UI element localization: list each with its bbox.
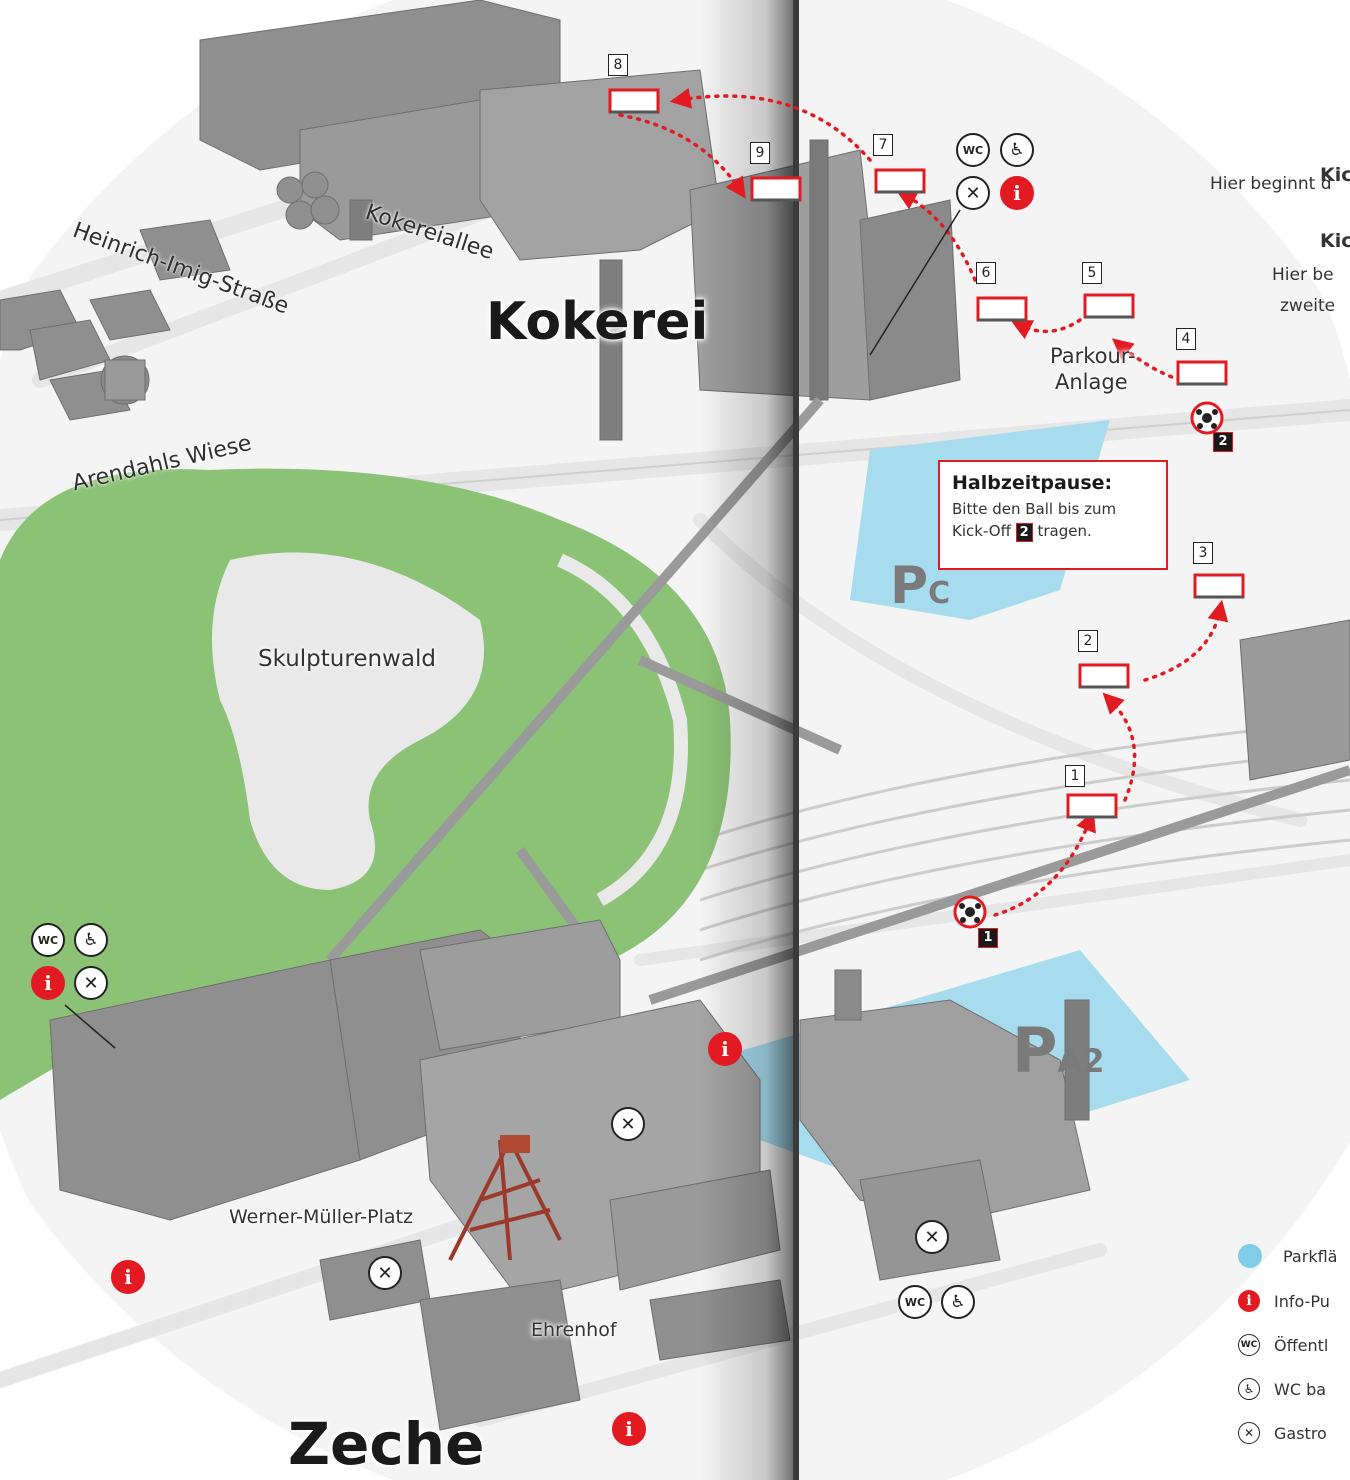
info-icon: i [612, 1412, 646, 1446]
legend-parking: Parkflä [1283, 1246, 1338, 1266]
wc-icon: WC [1238, 1334, 1260, 1356]
wc-icon: WC [898, 1285, 932, 1319]
headframe-tower [448, 1135, 562, 1261]
soccer-ball-icon [953, 895, 987, 929]
station-number-4: 4 [1176, 328, 1196, 350]
page-gutter [793, 0, 799, 1480]
place-label-ehrenhof: Ehrenhof [531, 1319, 617, 1341]
leader-lines [64, 209, 961, 1049]
page-fold [700, 0, 795, 1480]
station-number-9: 9 [750, 142, 770, 164]
kickoff-1-heading: Kic [1320, 164, 1350, 186]
info-icon: i [708, 1032, 742, 1066]
kickoff-2-text: Hier be [1272, 265, 1334, 285]
callout-line-1: Bitte den Ball bis zum [952, 500, 1117, 518]
station-number-2: 2 [1078, 630, 1098, 652]
gastro-icon: ✕ [956, 176, 990, 210]
route-path [618, 87, 1229, 917]
gastro-icon: ✕ [611, 1107, 645, 1141]
legend-info: i Info-Pu [1238, 1286, 1330, 1316]
info-icon: i [1000, 176, 1034, 210]
kickoff-number-1: 1 [978, 928, 998, 948]
station-number-3: 3 [1193, 542, 1213, 564]
kickoff-number-2: 2 [1213, 432, 1233, 452]
kickoff-2-text-2: zweite [1280, 296, 1336, 316]
station-goals [608, 88, 1245, 819]
gastro-icon: ✕ [915, 1220, 949, 1254]
gastro-icon: ✕ [74, 966, 108, 1000]
place-label-werner-mueller-platz: Werner-Müller-Platz [229, 1206, 413, 1228]
parking-label-pc: PC [890, 556, 951, 616]
legend-wc-accessible: ♿ WC ba [1238, 1374, 1326, 1404]
station-number-1: 1 [1065, 765, 1085, 787]
accessible-wc-icon: ♿ [1238, 1378, 1260, 1400]
info-icon: i [31, 966, 65, 1000]
place-label-skulpturenwald: Skulpturenwald [258, 646, 436, 672]
accessible-wc-icon: ♿ [74, 923, 108, 957]
wc-icon: WC [956, 133, 990, 167]
kickoff-1-text: Hier beginnt d [1210, 174, 1332, 194]
station-number-5: 5 [1082, 262, 1102, 284]
station-number-7: 7 [873, 134, 893, 156]
station-number-8: 8 [608, 54, 628, 76]
place-label-parkour-1: Parkour- [1050, 344, 1136, 368]
callout-title: Halbzeitpause: [952, 472, 1113, 494]
info-icon: i [1238, 1290, 1260, 1312]
soccer-ball-icon [1190, 401, 1224, 435]
station-number-6: 6 [976, 262, 996, 284]
gastro-icon: ✕ [368, 1256, 402, 1290]
kickoff-badge: 2 [1015, 523, 1033, 542]
kickoff-2-heading: Kic [1320, 230, 1350, 252]
accessible-wc-icon: ♿ [1000, 133, 1034, 167]
legend-parking-swatch [1238, 1244, 1262, 1268]
callout-line-2: Kick-Off 2 tragen. [952, 522, 1092, 542]
gastro-icon: ✕ [1238, 1422, 1260, 1444]
place-label-parkour-2: Anlage [1055, 370, 1128, 394]
halftime-callout: Halbzeitpause: Bitte den Ball bis zum Ki… [938, 460, 1168, 570]
area-label-kokerei: Kokerei [486, 292, 709, 352]
kickoff-balls [953, 401, 1224, 929]
legend-wc: WC Öffentl [1238, 1330, 1328, 1360]
wc-icon: WC [31, 923, 65, 957]
parking-label-pa2: PA2 [1012, 1014, 1105, 1087]
area-label-zeche: Zeche [288, 1410, 485, 1478]
info-icon: i [111, 1260, 145, 1294]
legend-gastro: ✕ Gastro [1238, 1418, 1327, 1448]
accessible-wc-icon: ♿ [941, 1285, 975, 1319]
